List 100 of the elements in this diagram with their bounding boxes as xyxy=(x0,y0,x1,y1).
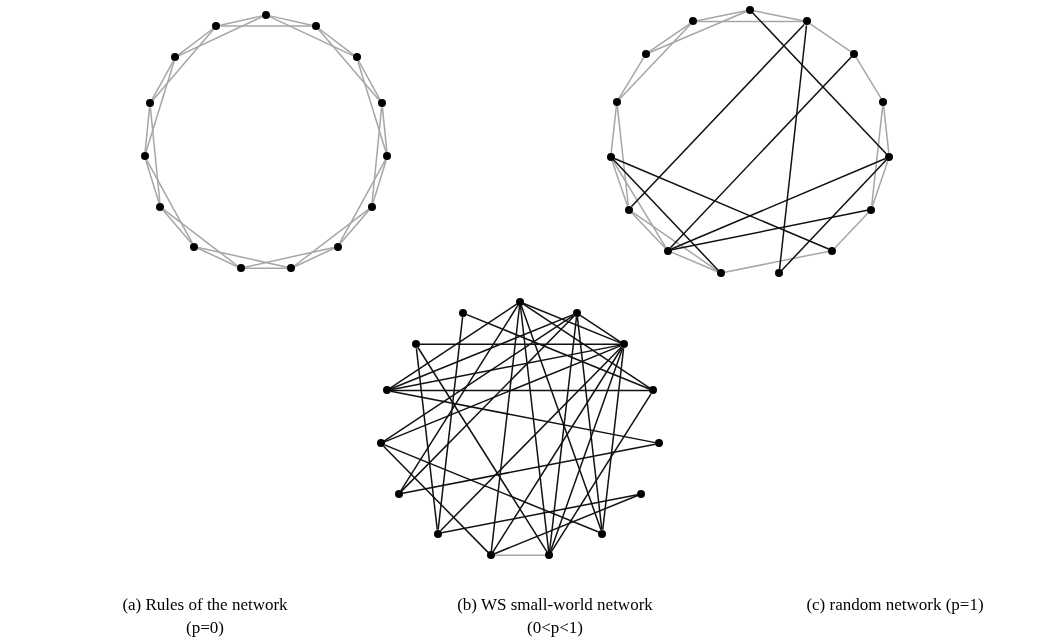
network-vertex xyxy=(624,205,633,214)
network-link xyxy=(870,105,884,207)
network-link xyxy=(630,23,805,208)
network-link xyxy=(339,209,370,245)
network-link xyxy=(753,10,804,22)
network-link xyxy=(381,106,388,154)
network-vertex xyxy=(828,246,837,255)
network-link xyxy=(162,208,239,267)
network-vertex xyxy=(663,246,672,255)
network-link xyxy=(357,60,381,101)
network-vertex xyxy=(716,269,725,278)
network-vertex xyxy=(333,242,342,251)
network-link xyxy=(550,393,652,553)
network-link xyxy=(269,15,313,26)
network-vertex xyxy=(376,439,385,448)
network-link xyxy=(390,390,657,444)
network-link xyxy=(602,347,625,531)
network-vertex xyxy=(545,551,554,560)
network-vertex xyxy=(236,264,245,273)
network-link xyxy=(371,106,383,204)
network-link xyxy=(696,10,747,22)
network-link xyxy=(611,159,629,207)
network-link xyxy=(389,303,518,389)
network-link xyxy=(389,313,574,390)
network-vertex xyxy=(382,386,391,395)
network-vertex xyxy=(612,97,621,106)
network-link xyxy=(383,444,600,533)
network-link xyxy=(415,347,438,531)
network-vertex xyxy=(171,53,180,62)
network-vertex xyxy=(620,340,629,349)
network-vertex xyxy=(572,309,581,318)
network-vertex xyxy=(156,203,165,211)
network-link xyxy=(338,159,387,244)
network-link xyxy=(145,60,175,154)
network-link xyxy=(401,443,657,494)
network-link xyxy=(293,208,370,267)
network-vertex xyxy=(433,529,442,538)
network-link xyxy=(219,15,263,26)
network-vertex xyxy=(879,97,888,106)
network-link xyxy=(809,23,852,53)
network-vertex xyxy=(378,99,386,108)
network-link xyxy=(243,267,289,269)
network-vertex xyxy=(352,53,361,62)
network-link xyxy=(382,445,489,554)
network-link xyxy=(520,305,602,531)
network-link xyxy=(778,24,808,270)
network-vertex xyxy=(383,152,392,161)
network-vertex xyxy=(655,439,664,448)
network-link xyxy=(696,20,804,23)
network-link xyxy=(162,209,193,245)
network-vertex xyxy=(516,298,524,306)
network-link xyxy=(243,246,335,269)
network-link xyxy=(648,23,691,53)
network-vertex xyxy=(212,22,221,31)
network-link xyxy=(522,302,622,344)
network-link xyxy=(490,305,521,552)
network-link xyxy=(579,314,622,343)
network-link xyxy=(419,343,621,346)
network-link xyxy=(383,345,622,443)
panel-caption: (a) Rules of the network (p=0) xyxy=(121,594,289,639)
network-link xyxy=(151,60,175,101)
network-link xyxy=(871,159,889,207)
network-link xyxy=(219,25,313,27)
network-vertex xyxy=(641,50,650,58)
network-link xyxy=(613,157,830,250)
network-link xyxy=(781,159,888,271)
network-vertex xyxy=(637,490,646,498)
network-link xyxy=(855,56,882,100)
network-link xyxy=(610,105,618,154)
network-link xyxy=(294,247,335,268)
network-link xyxy=(519,305,550,552)
network-link xyxy=(149,106,161,204)
network-link xyxy=(151,28,215,102)
network-vertex xyxy=(262,11,270,19)
network-link xyxy=(466,313,651,390)
network-link xyxy=(834,211,870,249)
network-vertex xyxy=(746,6,754,14)
network-link xyxy=(724,250,830,274)
network-vertex xyxy=(459,309,468,318)
network-vertex xyxy=(311,22,320,31)
network-vertex xyxy=(649,386,658,395)
network-vertex xyxy=(689,17,698,26)
network-link xyxy=(549,347,624,553)
network-link xyxy=(612,159,667,248)
network-link xyxy=(494,554,546,556)
network-vertex xyxy=(140,152,149,161)
network-link xyxy=(144,106,151,154)
panel-caption: (c) random network (p=1) xyxy=(805,594,985,616)
network-link xyxy=(752,12,888,155)
network-link xyxy=(439,346,622,532)
network-vertex xyxy=(606,152,615,161)
network-link xyxy=(400,304,519,492)
network-link xyxy=(631,211,719,272)
network-link xyxy=(548,316,578,552)
network-link xyxy=(390,389,650,392)
network-link xyxy=(670,157,887,250)
network-vertex xyxy=(885,152,894,161)
network-vertex xyxy=(287,264,296,273)
panel-caption: (b) WS small-world network (0<p<1) xyxy=(456,594,654,639)
network-link xyxy=(648,10,748,54)
